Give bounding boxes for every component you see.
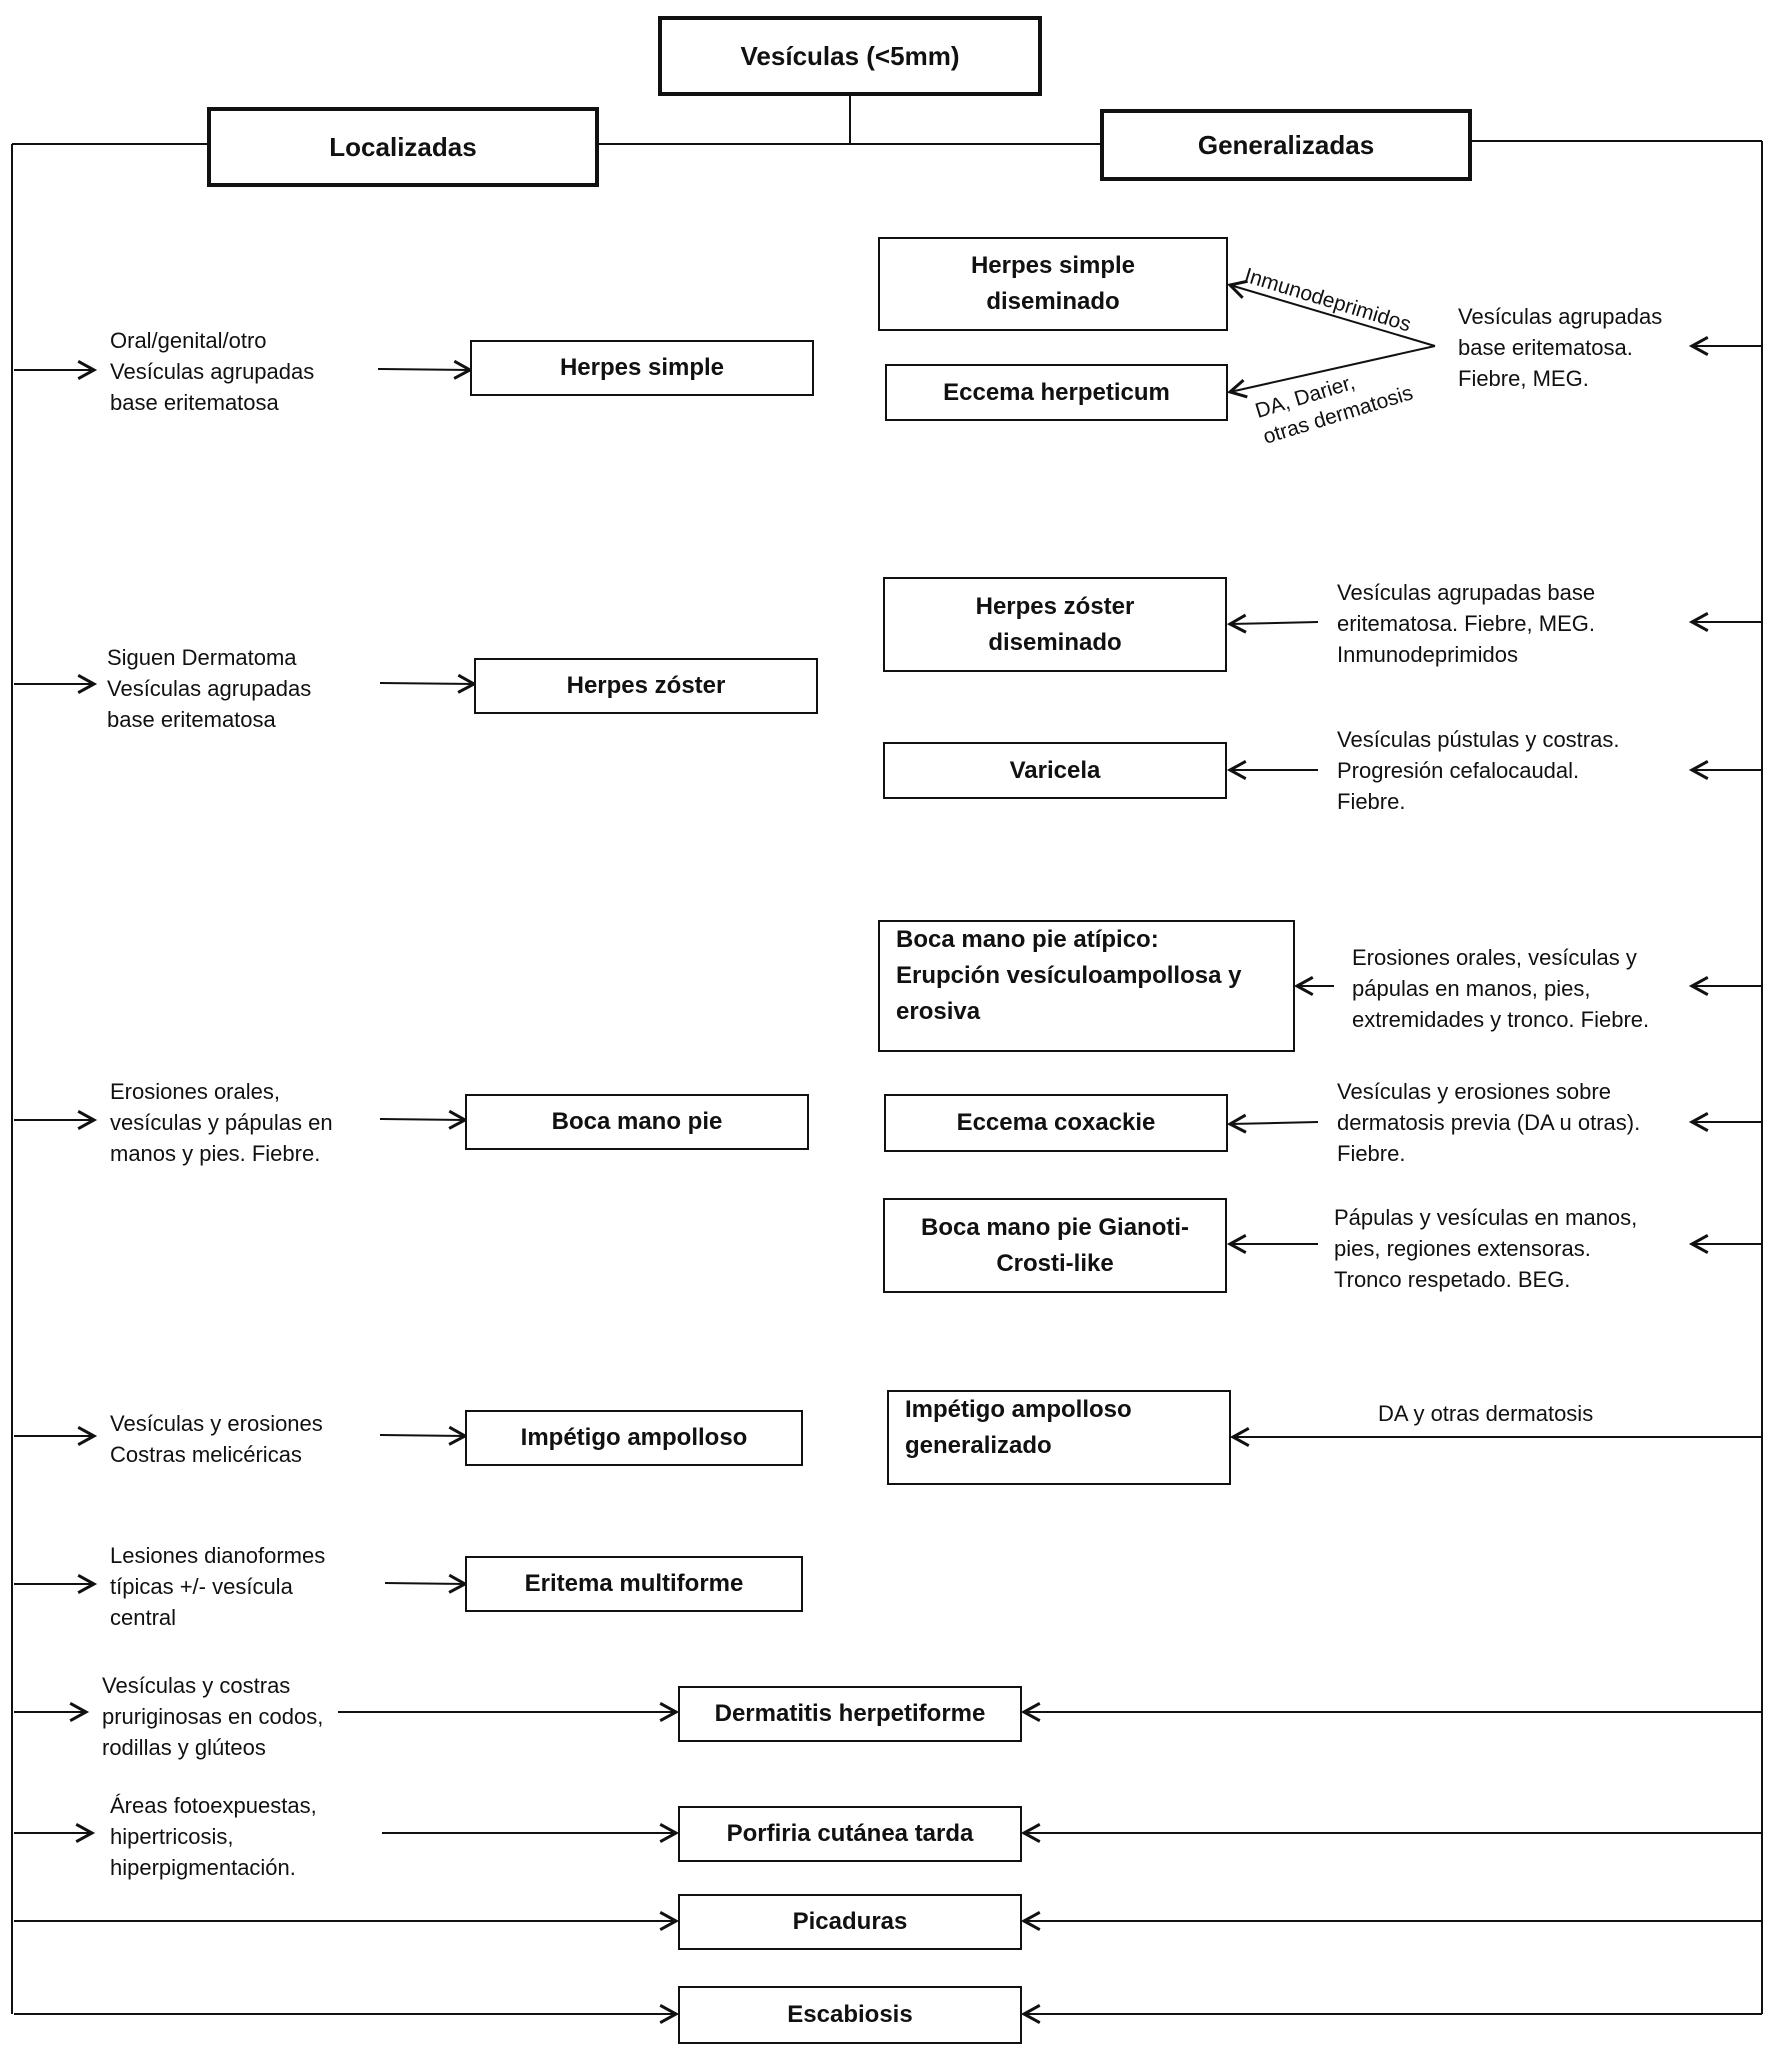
node-picaduras: Picaduras: [678, 1894, 1022, 1950]
arrow-to-eccema-herpeticum-arrowhead: [1226, 378, 1248, 399]
arrow-to-porfiria-arrowhead: [659, 1823, 680, 1843]
arrow-to-herpes-zoster: [379, 682, 475, 685]
arrow-spine-eritema-arrowhead: [77, 1574, 98, 1594]
arrow-right-escabiosis-arrowhead: [1020, 2004, 1041, 2024]
node-herpes-simple-diseminado: Herpes simple diseminado: [878, 237, 1228, 331]
arrow-spine-gianotti-arrowhead: [1688, 1234, 1709, 1254]
criteria-boca-mano-pie-atipico: Erosiones orales, vesículas y pápulas en…: [1352, 945, 1650, 1032]
criteria-impetigo-local: Vesículas y erosiones Costras melicérica…: [110, 1411, 323, 1467]
node-herpes-simple: Herpes simple: [470, 340, 814, 396]
arrow-spine-herpes-simple-gen-arrowhead: [1688, 336, 1709, 356]
node-impetigo-generalizado: Impétigo ampolloso generalizado: [887, 1390, 1231, 1485]
criteria-herpes-zoster-diseminado: Vesículas agrupadas base eritematosa. Fi…: [1337, 580, 1596, 667]
arrow-to-herpes-simple-diseminado-arrowhead: [1227, 279, 1248, 299]
arrow-spine-boca-mano-pie-arrowhead: [77, 1110, 98, 1130]
arrow-to-herpes-simple-diseminado: [1229, 284, 1436, 347]
arrow-to-herpes-simple: [377, 368, 471, 371]
arrow-to-varicela-arrowhead: [1226, 760, 1247, 780]
branch-generalizadas: Generalizadas: [1100, 109, 1472, 181]
arrow-left-escabiosis-arrowhead: [659, 2004, 680, 2024]
criteria-herpes-zoster-local: Siguen Dermatoma Vesículas agrupadas bas…: [107, 645, 312, 732]
arrow-spine-varicela-arrowhead: [1688, 760, 1709, 780]
branch-localizadas: Localizadas: [207, 107, 599, 187]
arrow-right-dermatitis-arrowhead: [1020, 1702, 1041, 1722]
criteria-eccema-coxackie: Vesículas y erosiones sobre dermatosis p…: [1337, 1079, 1641, 1166]
arrow-spine-bmp-atipico-arrowhead: [1688, 976, 1709, 996]
node-eccema-herpeticum: Eccema herpeticum: [885, 364, 1228, 421]
arrow-spine-porfiria-arrowhead: [75, 1823, 96, 1843]
criteria-boca-mano-pie-local: Erosiones orales, vesículas y pápulas en…: [110, 1079, 333, 1166]
arrow-to-dermatitis-arrowhead: [659, 1702, 680, 1722]
criteria-impetigo-generalizado: DA y otras dermatosis: [1378, 1401, 1594, 1426]
arrow-spine-herpes-zoster-arrowhead: [77, 674, 98, 694]
criteria-porfiria: Áreas fotoexpuestas, hipertricosis, hipe…: [110, 1793, 317, 1880]
node-impetigo-ampolloso: Impétigo ampolloso: [465, 1410, 803, 1466]
criteria-gianotti: Pápulas y vesículas en manos, pies, regi…: [1334, 1205, 1638, 1292]
node-eritema-multiforme: Eritema multiforme: [465, 1556, 803, 1612]
arrow-to-eccema-coxackie: [1229, 1121, 1319, 1125]
node-dermatitis-herpetiforme: Dermatitis herpetiforme: [678, 1686, 1022, 1742]
criteria-dermatitis-herpetiforme: Vesículas y costras pruriginosas en codo…: [102, 1673, 324, 1760]
node-herpes-zoster-diseminado: Herpes zóster diseminado: [883, 577, 1227, 672]
arrow-to-zoster-diseminado-arrowhead: [1226, 613, 1247, 634]
node-escabiosis: Escabiosis: [678, 1986, 1022, 2044]
arrow-to-eritema: [384, 1582, 466, 1585]
arrow-right-porfiria-arrowhead: [1020, 1823, 1041, 1843]
arrow-spine-herpes-simple-arrowhead: [77, 360, 98, 380]
criteria-varicela: Vesículas pústulas y costras. Progresión…: [1337, 727, 1620, 814]
arrow-to-impetigo: [379, 1434, 466, 1437]
arrow-left-picaduras-arrowhead: [659, 1911, 680, 1931]
arrow-spine-eccema-coxackie-arrowhead: [1688, 1112, 1709, 1132]
arrow-to-bmp-atipico-arrowhead: [1293, 976, 1314, 996]
node-boca-mano-pie: Boca mano pie: [465, 1094, 809, 1150]
arrow-to-eccema-herpeticum: [1229, 345, 1436, 393]
node-herpes-zoster: Herpes zóster: [474, 658, 818, 714]
node-boca-mano-pie-gianotti: Boca mano pie Gianoti- Crosti-like: [883, 1198, 1227, 1293]
arrow-spine-impetigo-arrowhead: [77, 1426, 98, 1446]
root-node: Vesículas (<5mm): [658, 16, 1042, 96]
arrow-spine-dermatitis-arrowhead: [69, 1702, 90, 1722]
arrow-to-zoster-diseminado: [1229, 621, 1319, 625]
node-varicela: Varicela: [883, 742, 1227, 799]
criteria-herpes-simple-local: Oral/genital/otro Vesículas agrupadas ba…: [110, 328, 315, 415]
arrow-to-boca-mano-pie: [379, 1118, 466, 1121]
arrow-to-eccema-coxackie-arrowhead: [1226, 1113, 1247, 1134]
criteria-eritema-multiforme: Lesiones dianoformes típicas +/- vesícul…: [110, 1543, 326, 1630]
arrow-right-picaduras-arrowhead: [1020, 1911, 1041, 1931]
node-boca-mano-pie-atipico: Boca mano pie atípico: Erupción vesículo…: [878, 920, 1295, 1052]
arrow-to-gianotti-arrowhead: [1226, 1234, 1247, 1254]
node-eccema-coxackie: Eccema coxackie: [884, 1094, 1228, 1152]
criteria-herpes-simple-generalizado: Vesículas agrupadas base eritematosa. Fi…: [1458, 304, 1663, 391]
node-porfiria-cutanea-tarda: Porfiria cutánea tarda: [678, 1806, 1022, 1862]
arrow-to-impetigo-generalizado-arrowhead: [1229, 1427, 1250, 1447]
arrow-spine-zoster-diseminado-arrowhead: [1688, 612, 1709, 632]
